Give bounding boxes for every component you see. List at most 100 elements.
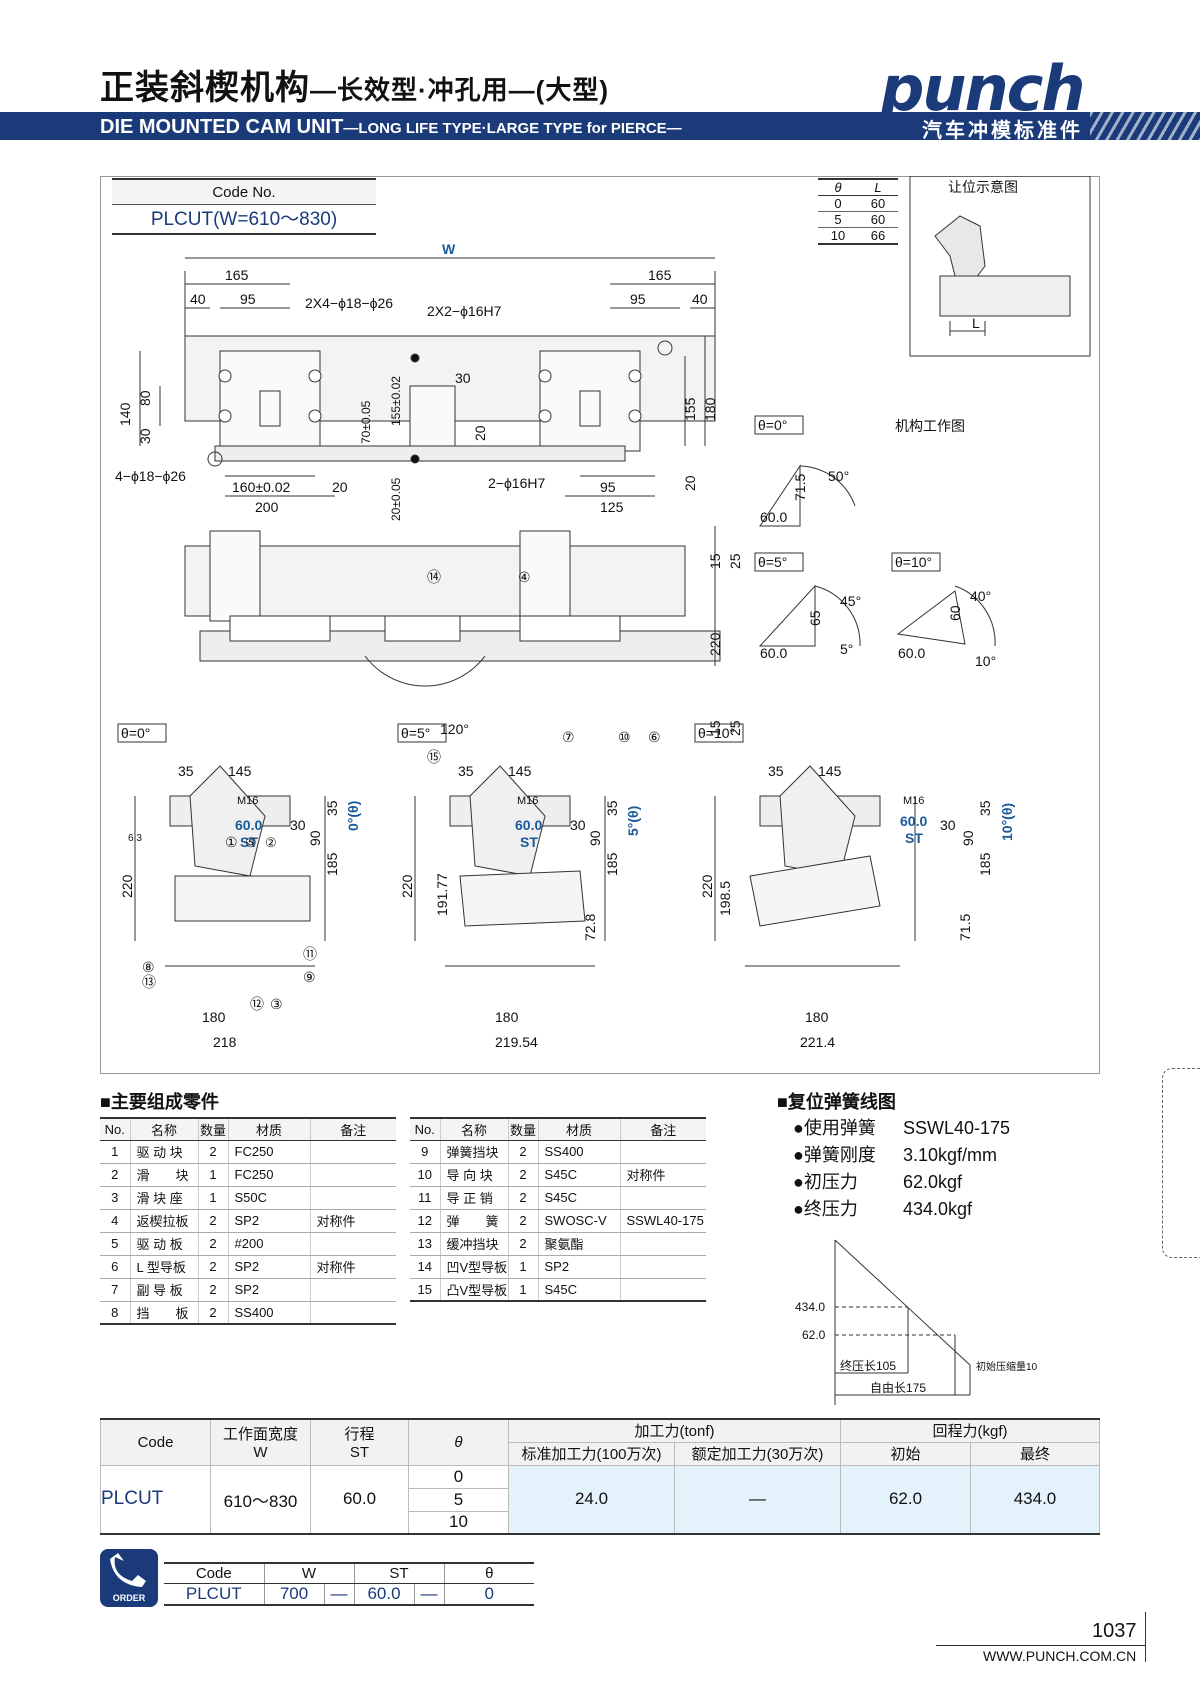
side-10-right-71: 71.5	[957, 914, 973, 941]
spec-header-width-sub: W	[253, 1444, 268, 1462]
spec-header-force: 加工力(tonf)	[508, 1418, 841, 1443]
footer-url: WWW.PUNCH.COM.CN	[983, 1648, 1137, 1664]
theta-L-cell: 10	[818, 227, 858, 245]
parts-cell: 2	[507, 1232, 538, 1256]
side-10-top-145: 145	[818, 763, 842, 779]
parts-cell: SP2	[227, 1255, 310, 1279]
clearance-label: 让位示意图	[948, 179, 1018, 195]
balloon-14: ⑭	[427, 569, 441, 585]
parts-cell: 弹簧挡块	[439, 1140, 508, 1164]
parts-cell: 2	[507, 1140, 538, 1164]
spring-label-free: 自由长175	[870, 1381, 926, 1395]
title-en: DIE MOUNTED CAM UNIT—LONG LIFE TYPE·LARG…	[100, 116, 682, 139]
parts-cell: 缓冲挡块	[439, 1232, 508, 1256]
balloon-4: ④	[518, 569, 531, 585]
parts-cell: 凸V型导板	[439, 1278, 508, 1302]
dim-165-right: 165	[648, 267, 672, 283]
parts-cell: 导 向 块	[439, 1163, 508, 1187]
parts-cell: 副 导 板	[129, 1278, 198, 1302]
parts-cell: SP2	[537, 1255, 620, 1279]
parts-cell: 对称件	[309, 1209, 396, 1233]
work-theta-box-5	[754, 552, 804, 572]
side-0-right-185: 185	[324, 852, 340, 876]
side-10-right-90: 90	[960, 830, 976, 846]
brand-cn: 汽车冲模标准件	[922, 120, 1083, 142]
spring-heading: 复位弹簧线图	[777, 1088, 896, 1114]
parts-cell: 5	[100, 1232, 130, 1256]
parts-cell: SWOSC-V	[537, 1209, 620, 1233]
side-5-right-185: 185	[604, 852, 620, 876]
parts-header: 数量	[507, 1117, 538, 1141]
clearance-slider	[939, 275, 1071, 317]
order-header: θ	[443, 1562, 534, 1584]
parts-cell: 2	[197, 1232, 228, 1256]
parts-cell: S45C	[537, 1186, 620, 1210]
theta-L-cell: 5	[818, 211, 858, 228]
spec-header-width-label: 工作面宽度	[222, 1426, 298, 1444]
balloon-7: ⑦	[562, 729, 575, 745]
parts-cell: 14	[410, 1255, 440, 1279]
title-cn-sub: —长效型·冲孔用—(大型)	[310, 75, 609, 105]
parts-cell: 挡 板	[129, 1301, 198, 1325]
dim-20-right: 20	[682, 475, 698, 491]
parts-cell	[309, 1163, 396, 1187]
code-box-label: Code No.	[112, 180, 376, 205]
work-height-0: 71.5	[792, 474, 808, 501]
front-dim-15-top: 15	[707, 553, 723, 569]
spring-key: 终压力	[793, 1196, 903, 1223]
theta-L-cell: 66	[858, 227, 898, 245]
side-0-right-90: 90	[307, 830, 323, 846]
header-stripes	[1090, 112, 1200, 140]
front-angle: 120°	[440, 721, 469, 737]
spec-theta: 10	[408, 1510, 509, 1535]
spec-header-force-rated: 额定加工力(30万次)	[674, 1441, 841, 1466]
spec-header-stroke-label: 行程	[344, 1426, 375, 1444]
parts-cell: S45C	[537, 1278, 620, 1302]
clearance-L: L	[972, 315, 980, 331]
work-triangle-10	[896, 590, 966, 645]
front-body	[184, 545, 686, 617]
work-height-10: 60	[947, 605, 963, 621]
side-balloon-9: ⑨	[303, 969, 316, 985]
dim-20-mid: 20±0.05	[389, 477, 403, 521]
work-tilt-10: 10°	[975, 653, 996, 669]
parts-cell: SSWL40-175	[619, 1209, 706, 1233]
parts-cell	[619, 1232, 706, 1256]
parts-header: 数量	[197, 1117, 228, 1141]
work-angle-0: 50°	[828, 468, 849, 484]
drawing-frame	[100, 176, 1100, 1074]
parts-cell: 2	[100, 1163, 130, 1187]
parts-cell: 2	[507, 1163, 538, 1187]
parts-cell: 1	[507, 1255, 538, 1279]
spring-value: 3.10kgf/mm	[903, 1145, 998, 1165]
order-icon: ORDER	[100, 1549, 158, 1607]
parts-header: 备注	[309, 1117, 396, 1141]
parts-cell	[309, 1301, 396, 1325]
side-view-10	[694, 723, 916, 967]
theta-L-cell: 60	[858, 195, 898, 212]
side-balloon-13: ⑬	[142, 974, 156, 990]
parts-cell: 2	[507, 1186, 538, 1210]
spring-line	[834, 1239, 971, 1366]
order-icon-label: ORDER	[112, 1593, 146, 1603]
work-theta-0: θ=0°	[758, 417, 787, 433]
dim-40-left: 40	[190, 291, 206, 307]
parts-cell: 弹 簧	[439, 1209, 508, 1233]
header-bar	[0, 112, 1200, 140]
parts-cell: #200	[227, 1232, 310, 1256]
code-box-value: PLCUT(W=610～830)	[112, 205, 376, 235]
dim-160: 160±0.02	[232, 479, 291, 495]
side-0-st: 60.0	[235, 817, 262, 833]
